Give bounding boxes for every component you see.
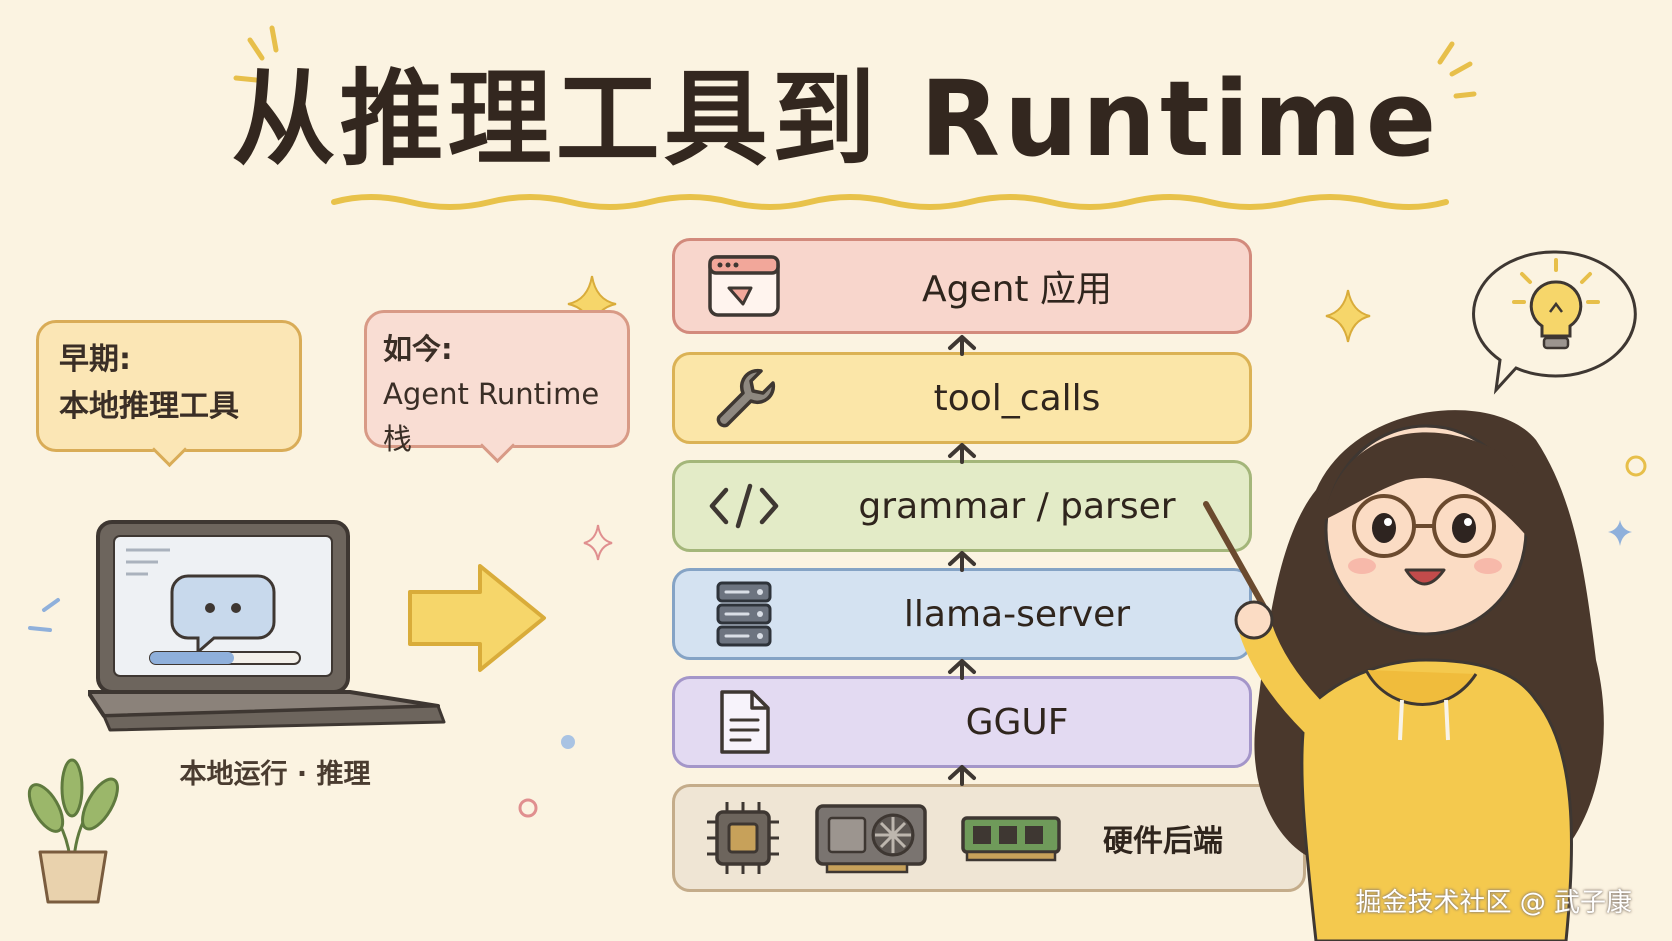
up-arrow-icon (948, 443, 976, 464)
server-icon (716, 581, 772, 647)
star-icon (1608, 520, 1632, 546)
watermark: 掘金技术社区 @ 武子康 (1355, 888, 1632, 918)
cpu-chip-icon (707, 802, 779, 874)
stack-layer-agent: Agent 应用 (672, 238, 1252, 334)
page-title: 从推理工具到 Runtime (231, 58, 1441, 180)
up-arrow-icon (948, 335, 976, 356)
motion-lines (28, 598, 60, 632)
app-window-icon (708, 255, 780, 317)
stack-layer-llama-server: llama-server (672, 568, 1252, 660)
stack-layer-gguf: GGUF (672, 676, 1252, 768)
callout-now: 如今: Agent Runtime栈 (364, 310, 630, 464)
up-arrow-icon (948, 765, 976, 786)
title-underline (331, 194, 1449, 210)
stack-layer-tool-calls: tool_calls (672, 352, 1252, 444)
dot-decoration (518, 798, 538, 818)
lightbulb-icon (1512, 258, 1600, 350)
dot-decoration (1625, 455, 1647, 477)
progress-fill (150, 652, 234, 664)
up-arrow-icon (948, 551, 976, 572)
callout-early-title: 早期: (59, 342, 131, 377)
presenter-character (1203, 410, 1604, 941)
star-icon (1325, 289, 1371, 343)
chat-bubble-icon (170, 574, 276, 656)
sparkle-lines-left (233, 25, 279, 83)
stack-layer-hardware: 硬件后端 (672, 784, 1306, 892)
idea-thought-bubble (1472, 250, 1637, 395)
pointer-stick (1203, 501, 1271, 617)
layer-label: Agent 应用 (921, 269, 1112, 310)
callout-now-title: 如今: (383, 332, 453, 366)
laptop-caption: 本地运行 · 推理 (179, 759, 371, 790)
ram-stick-icon (961, 816, 1061, 862)
layer-label: grammar / parser (858, 485, 1176, 527)
sparkle-lines-right (1437, 41, 1477, 99)
callout-early: 早期: 本地推理工具 (36, 320, 302, 468)
wrench-icon (716, 368, 776, 428)
layer-label: tool_calls (933, 377, 1101, 419)
stack-layer-grammar-parser: grammar / parser (672, 460, 1252, 552)
document-icon (720, 690, 770, 754)
callout-early-text: 本地推理工具 (59, 388, 239, 424)
laptop-illustration (88, 520, 446, 732)
dot-decoration (561, 735, 575, 749)
plant-illustration (27, 758, 119, 904)
up-arrow-icon (948, 659, 976, 680)
layer-label: GGUF (965, 701, 1069, 743)
callout-now-text: Agent Runtime栈 (383, 376, 600, 456)
layer-label: 硬件后端 (1103, 824, 1223, 859)
star-icon (583, 524, 613, 561)
layer-label: llama-server (903, 593, 1131, 635)
gpu-card-icon (815, 804, 927, 874)
code-brackets-icon (709, 483, 779, 529)
transition-arrow (408, 564, 546, 672)
